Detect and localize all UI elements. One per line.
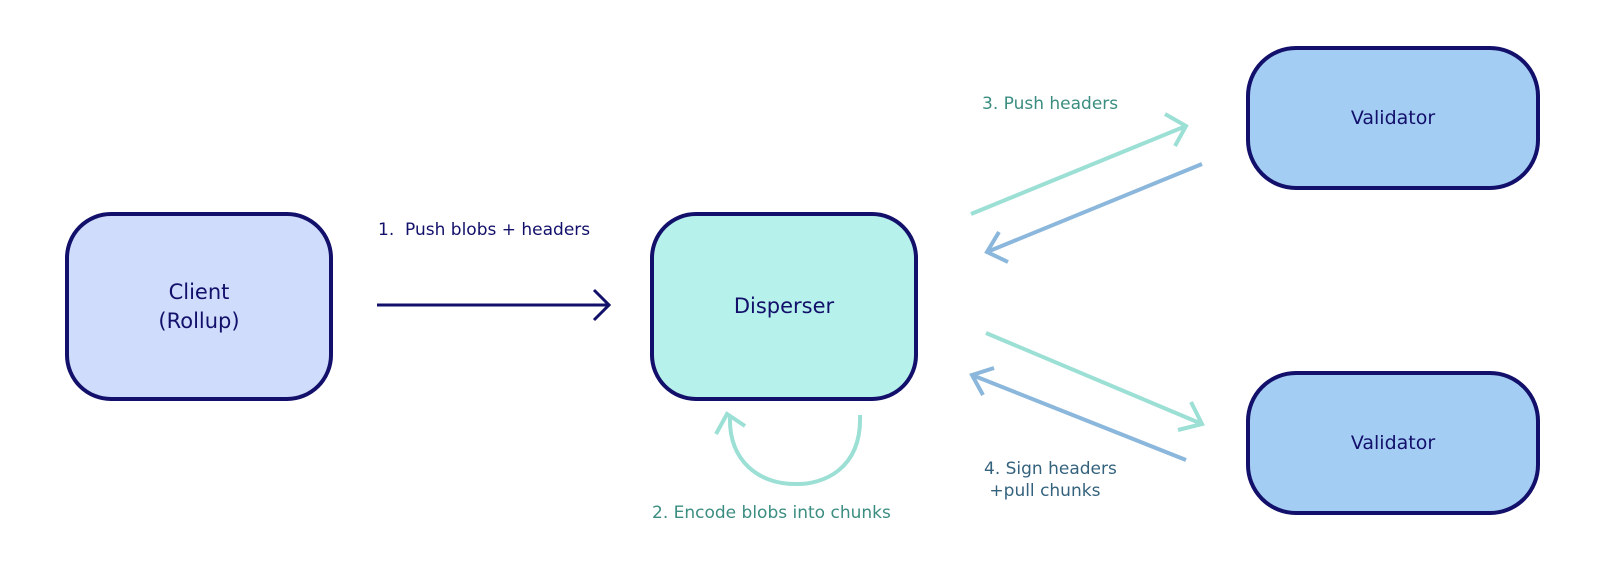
node-validator-top: Validator [1246, 46, 1540, 190]
arrow-sign-headers-bottom [969, 366, 1187, 462]
node-client-label: Client (Rollup) [158, 279, 240, 333]
node-validator-top-label: Validator [1350, 106, 1436, 129]
label-push-blobs: 1. Push blobs + headers [378, 220, 591, 240]
label-sign-headers: 4. Sign headers +pull chunks [984, 459, 1117, 501]
node-disperser: Disperser [650, 212, 918, 401]
label-encode-blobs: 2. Encode blobs into chunks [652, 503, 891, 523]
node-validator-bottom-label: Validator [1350, 431, 1436, 454]
arrow-encode-loop [714, 411, 863, 487]
arrow-push-headers-bottom [985, 331, 1205, 432]
arrow-sign-headers-top [984, 162, 1203, 264]
label-push-headers: 3. Push headers [982, 94, 1119, 114]
node-disperser-label: Disperser [733, 294, 835, 318]
node-validator-bottom: Validator [1246, 371, 1540, 515]
arrow-client-to-disperser [377, 288, 612, 322]
arrow-push-headers-top [970, 112, 1189, 216]
node-client: Client (Rollup) [65, 212, 333, 401]
